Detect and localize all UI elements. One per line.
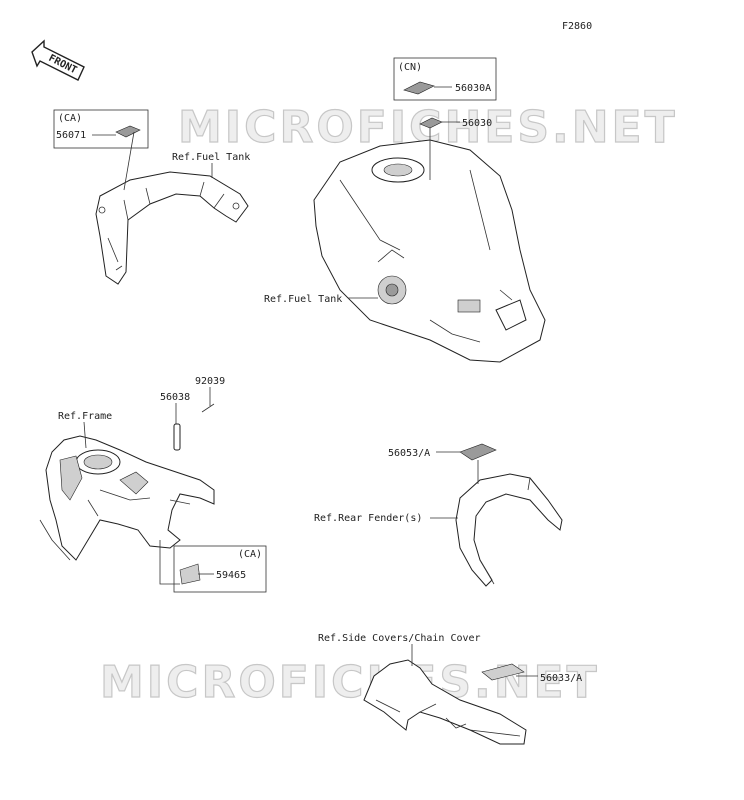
watermark-top: MICROFICHES.NET	[178, 102, 678, 153]
part-number-56030A: 56030A	[455, 83, 491, 94]
front-arrow-icon: FRONT	[31, 39, 85, 81]
ref-frame: Ref.Frame	[58, 411, 112, 422]
tie-56038	[173, 423, 181, 451]
ref-side-covers: Ref.Side Covers/Chain Cover	[318, 633, 481, 644]
ca-box-56071	[53, 109, 149, 149]
cn-box-56030A	[393, 57, 497, 101]
rear-fender-part	[455, 473, 563, 587]
part-number-56053A: 56053/A	[388, 448, 430, 459]
ref-fuel-tank-right: Ref.Fuel Tank	[264, 294, 342, 305]
ca-box-59465	[173, 545, 267, 593]
label-sticker-59465	[179, 563, 201, 585]
chain-cover-part	[363, 659, 527, 745]
frame-part	[39, 435, 215, 561]
ref-rear-fender: Ref.Rear Fender(s)	[314, 513, 422, 524]
watermark-bottom: MICROFICHES.NET	[100, 657, 600, 708]
part-number-59465: 59465	[216, 570, 246, 581]
part-number-56038: 56038	[160, 392, 190, 403]
ref-fuel-tank-top-left: Ref.Fuel Tank	[172, 152, 250, 163]
figure-id: F2860	[562, 21, 592, 32]
label-sticker-56033A	[481, 663, 525, 681]
region-code-ca-bottom: (CA)	[238, 549, 262, 560]
label-sticker-56071	[115, 125, 141, 138]
label-sticker-56030A	[403, 81, 435, 95]
region-code-ca-top: (CA)	[58, 113, 82, 124]
part-number-92039: 92039	[195, 376, 225, 387]
part-number-56071: 56071	[56, 130, 86, 141]
fuel-tank-part	[313, 139, 546, 363]
region-code-cn: (CN)	[398, 62, 422, 73]
part-number-56033A: 56033/A	[540, 673, 582, 684]
clip-92039	[201, 403, 215, 413]
part-number-56030: 56030	[462, 118, 492, 129]
fuel-tank-cover-part	[95, 171, 249, 285]
label-sticker-56053A	[459, 443, 497, 461]
